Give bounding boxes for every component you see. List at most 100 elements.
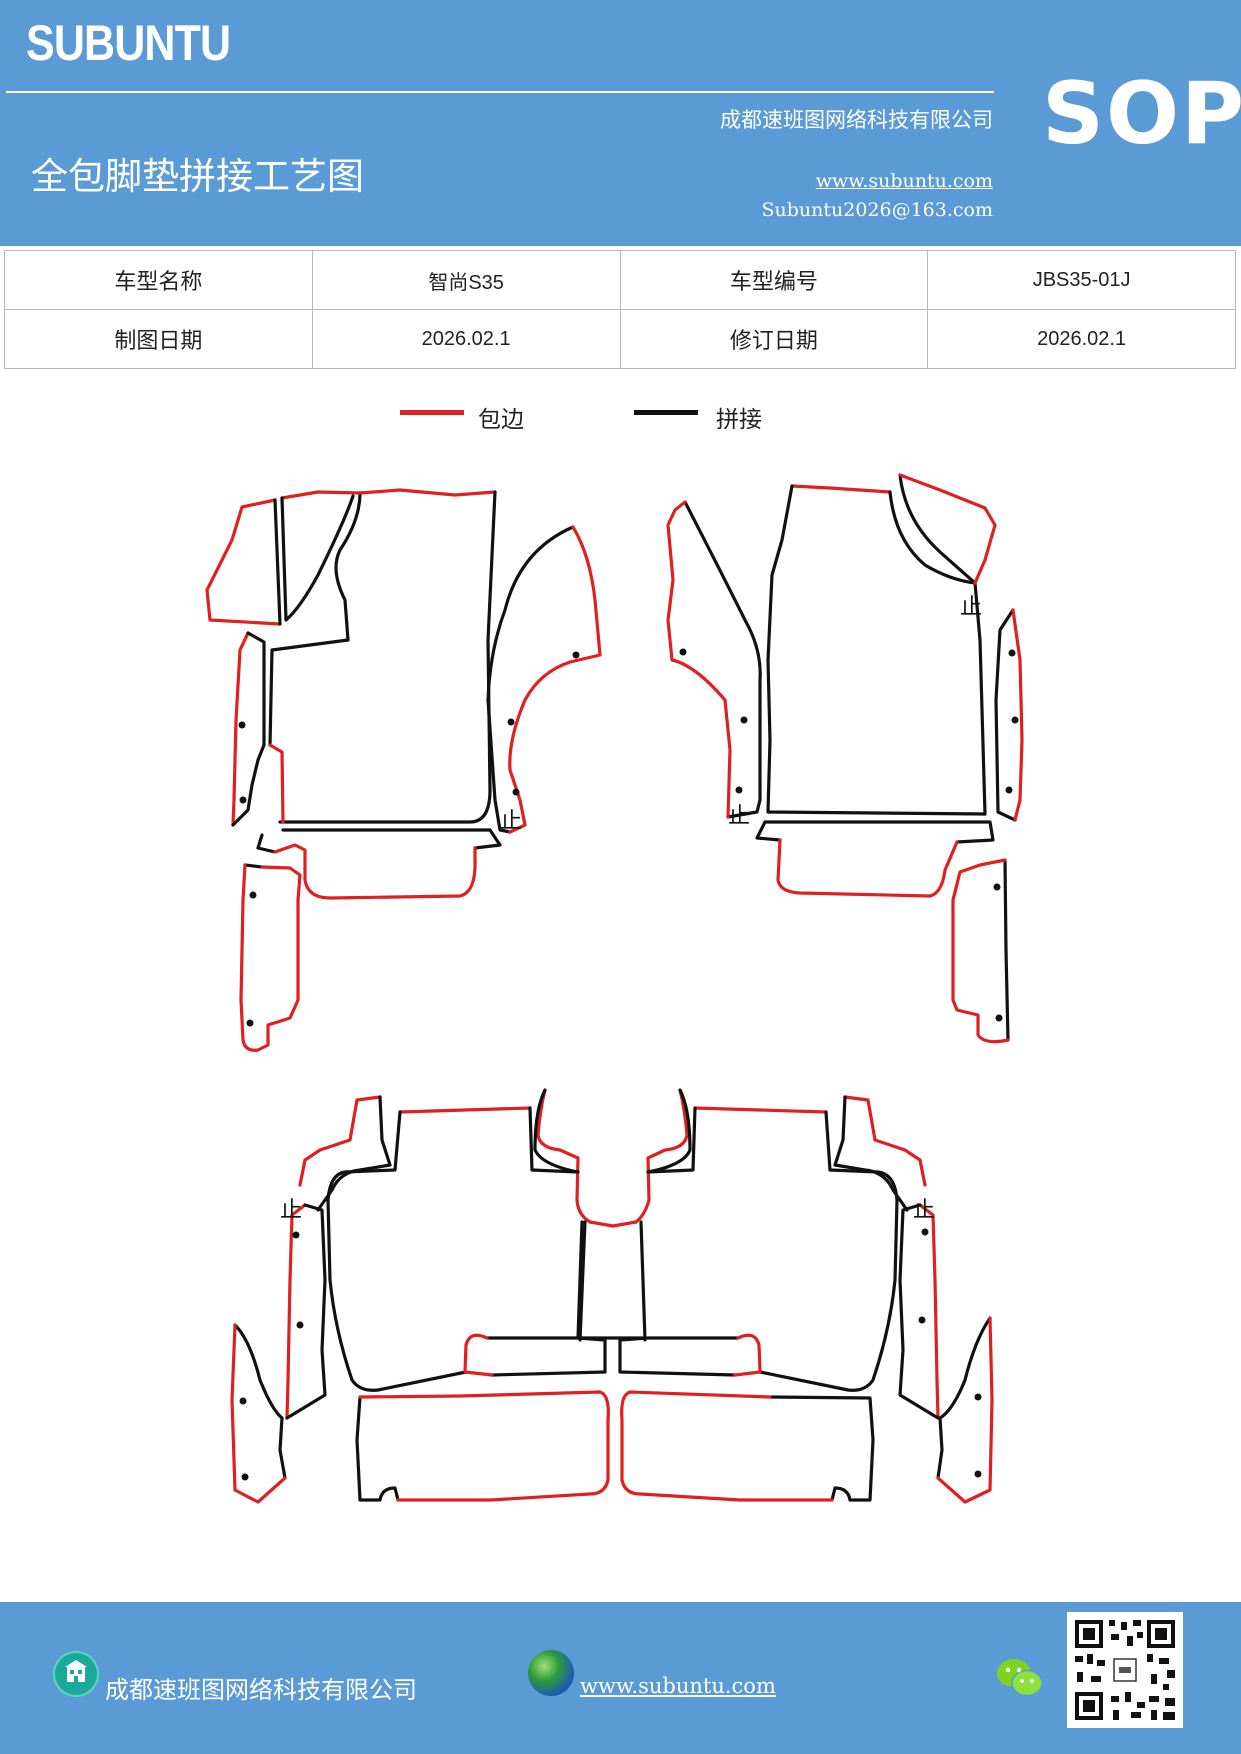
mount-hole — [1005, 786, 1013, 794]
rear-left-top-edge — [398, 1106, 532, 1114]
lower-mat-seam — [256, 828, 502, 854]
front-right-mat — [766, 484, 987, 816]
rear-left-side-strip — [298, 1095, 392, 1212]
front-left-top-edge — [358, 488, 497, 497]
rear-right-seat-mat — [646, 1106, 899, 1392]
revision-date-value: 2026.02.1 — [927, 309, 1236, 369]
mount-hole — [241, 1473, 249, 1481]
side-strip-edge — [205, 498, 282, 626]
stop-mark: 止 — [960, 595, 982, 620]
rear-left-side-edge — [298, 1095, 382, 1187]
tunnel-edge — [508, 525, 602, 834]
front-left-lower-strip — [239, 863, 302, 1052]
mount-hole — [993, 883, 1001, 891]
rear-right-floor — [620, 1390, 875, 1502]
hump-edge-right — [634, 1088, 689, 1224]
hump-seam-left — [533, 1088, 580, 1174]
tunnel-top-edge — [588, 1220, 638, 1228]
rear-right-center-strip — [618, 1333, 762, 1377]
table-row: 制图日期 2026.02.1 修订日期 2026.02.1 — [4, 309, 1236, 369]
legend-seam-label: 拼接 — [716, 407, 762, 433]
page-title: 全包脚垫拼接工艺图 — [31, 155, 364, 198]
drawing-date-value: 2026.02.1 — [311, 309, 621, 369]
rear-right-sill-seam — [898, 1203, 940, 1420]
mount-hole — [249, 891, 257, 899]
legend-edge-label: 包边 — [478, 407, 524, 433]
front-right-side-strip — [994, 608, 1024, 822]
footer-company-name: 成都速班图网络科技有限公司 — [105, 1676, 417, 1704]
rear-left-far-strip — [230, 1323, 287, 1504]
qr-code[interactable] — [1067, 1612, 1183, 1728]
drawing-date-label: 制图日期 — [4, 309, 313, 369]
rear-left-sill-edge — [285, 1203, 307, 1420]
wechat-icon[interactable] — [995, 1656, 1045, 1700]
sill-seam — [231, 631, 266, 827]
website-link[interactable]: www.subuntu.com — [815, 170, 993, 192]
header-divider — [6, 91, 994, 93]
front-right-lower-mat — [755, 820, 995, 898]
wedge-edge — [898, 473, 997, 585]
footer-website-link[interactable]: www.subuntu.com — [580, 1674, 776, 1698]
mount-hole — [239, 796, 247, 804]
mount-hole — [1008, 649, 1016, 657]
stop-mark: 止 — [913, 1198, 935, 1223]
rear-right-side-edge — [843, 1095, 927, 1187]
mount-hole — [246, 1019, 254, 1027]
lower-strip-edge — [239, 863, 302, 1052]
right-side-seam — [994, 608, 1017, 822]
front-right-tunnel-edge — [666, 500, 732, 819]
front-right-tunnel-seam — [683, 500, 762, 819]
stop-mark: 止 — [500, 809, 522, 834]
stop-mark: 止 — [728, 804, 750, 829]
rear-right-floor-edge — [620, 1390, 834, 1502]
rear-right-hump — [634, 1088, 692, 1224]
rear-center-tunnel — [578, 1220, 647, 1342]
front-right-left-seam — [766, 484, 987, 816]
hump-edge-left — [536, 1088, 592, 1224]
rear-left-hump — [533, 1088, 592, 1224]
dead-pedal-edge — [280, 490, 362, 500]
right-lower-strip-edge — [951, 858, 1010, 1044]
rear-right-seat-seam — [758, 1110, 899, 1392]
rear-right-sill — [898, 1203, 940, 1420]
rear-right-top-edge — [693, 1106, 828, 1114]
wedge-seam — [898, 473, 977, 585]
rear-left-floor-edge — [358, 1390, 610, 1502]
floor-mat-diagram: 止 止 止 止 止 — [205, 473, 1024, 1504]
hump-seam-right — [646, 1088, 692, 1174]
rear-left-sill-seam — [285, 1203, 327, 1420]
sop-badge: SOP — [1042, 64, 1241, 164]
model-name-label: 车型名称 — [4, 250, 313, 310]
mount-hole — [740, 716, 748, 724]
building-icon — [53, 1651, 99, 1697]
mount-hole — [507, 718, 515, 726]
mount-hole — [921, 1228, 929, 1236]
stop-mark: 止 — [280, 1198, 302, 1223]
rear-right-sill-edge — [918, 1203, 940, 1420]
mount-hole — [918, 1316, 926, 1324]
email-address: Subuntu2026@163.com — [761, 199, 993, 221]
right-side-edge — [1011, 608, 1024, 822]
mount-hole — [974, 1470, 982, 1478]
front-left-inner-seam — [268, 491, 362, 747]
dead-pedal-seam — [280, 494, 355, 622]
far-left-edge — [230, 1323, 287, 1504]
front-right-lower-seam — [755, 820, 995, 844]
info-table: 车型名称 智尚S35 车型编号 JBS35-01J 制图日期 2026.02.1… — [4, 250, 1236, 369]
rear-right-floor-seam — [768, 1395, 875, 1502]
rear-right-inner-seam — [646, 1106, 697, 1174]
tunnel-seam — [486, 525, 575, 834]
far-right-seam — [936, 1316, 992, 1480]
rear-right-side-seam — [833, 1095, 909, 1212]
model-code-label: 车型编号 — [619, 250, 929, 310]
front-right-wedge — [898, 473, 997, 585]
rear-left-inner-seam — [528, 1106, 580, 1174]
legend: 包边 拼接 — [400, 400, 800, 440]
rear-left-center-edge — [463, 1333, 494, 1377]
rear-right-center-seam — [618, 1336, 740, 1377]
front-left-dead-pedal — [280, 490, 362, 622]
front-left-side-strip — [205, 498, 282, 626]
front-left-heel-edge — [268, 743, 285, 824]
rear-right-far-strip — [936, 1316, 994, 1504]
rear-right-side-strip — [833, 1095, 927, 1212]
